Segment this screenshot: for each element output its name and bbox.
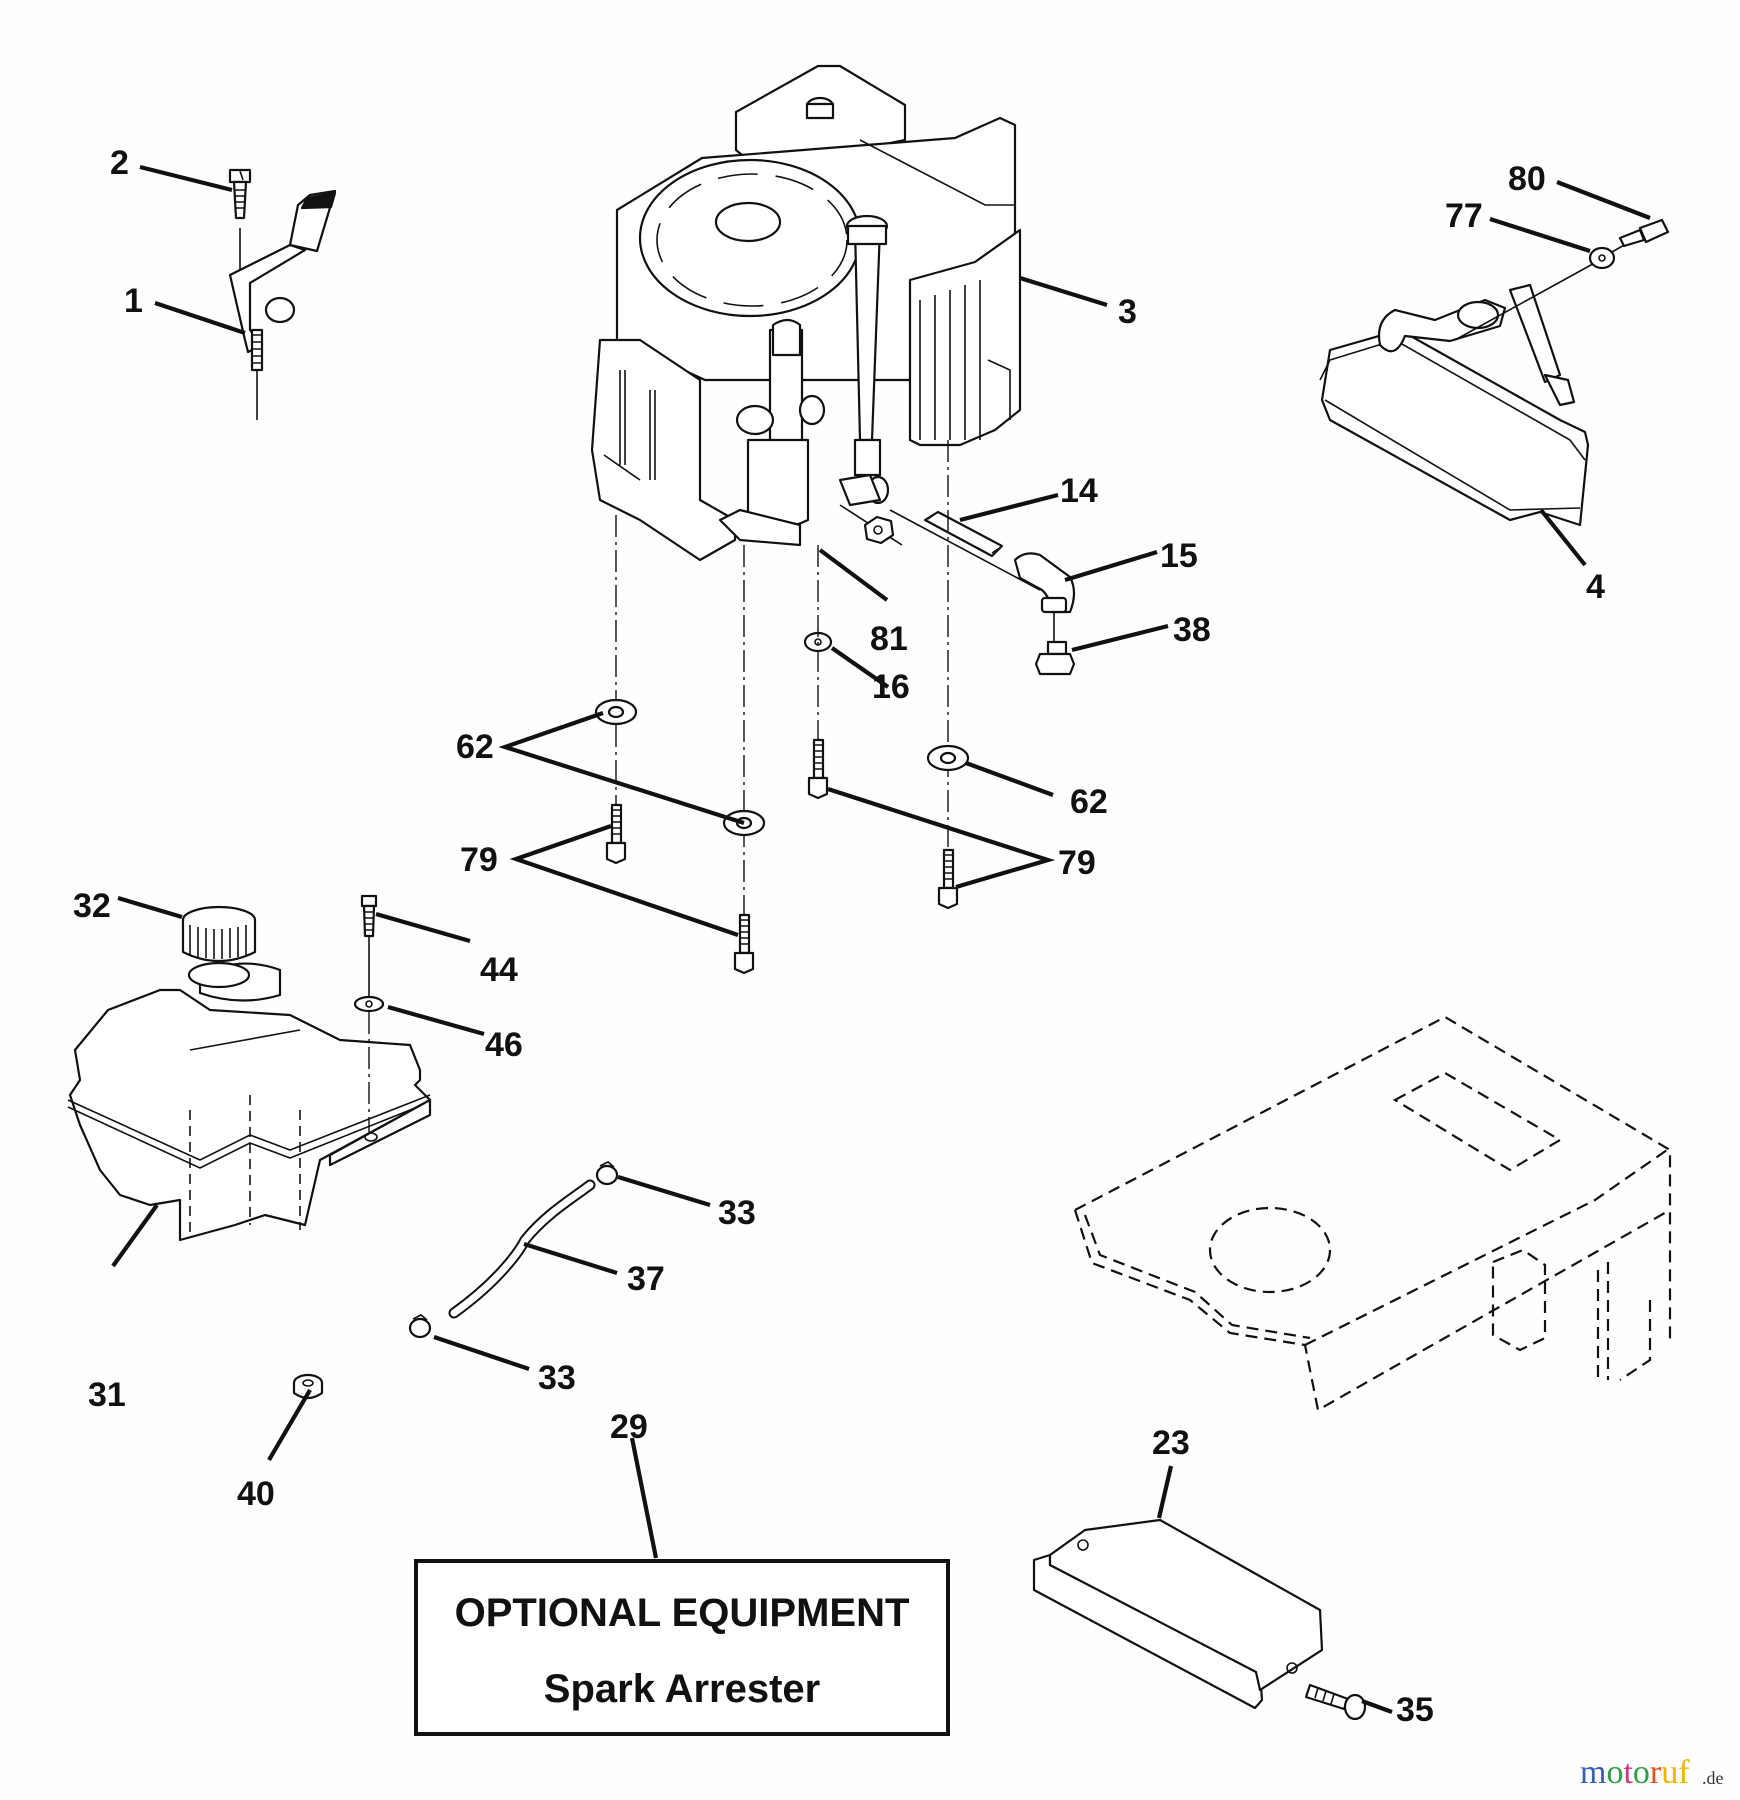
callout-1[interactable]: 1 xyxy=(124,282,143,320)
elbow-15[interactable] xyxy=(1013,552,1076,614)
washer-77[interactable] xyxy=(1588,246,1616,270)
throttle-control[interactable] xyxy=(228,168,337,420)
hose-clamp-33[interactable] xyxy=(408,1314,432,1339)
callout-14[interactable]: 14 xyxy=(1060,472,1098,510)
callout-3[interactable]: 3 xyxy=(1118,293,1137,331)
screw-35[interactable] xyxy=(1304,1683,1367,1721)
hose-clamp-33[interactable] xyxy=(595,1161,619,1186)
callout-33-lower[interactable]: 33 xyxy=(538,1359,576,1397)
callout-62-right[interactable]: 62 xyxy=(1070,783,1108,821)
callout-37[interactable]: 37 xyxy=(627,1260,665,1298)
callout-46[interactable]: 46 xyxy=(485,1026,523,1064)
assembly-centerlines xyxy=(615,440,949,935)
callout-23[interactable]: 23 xyxy=(1152,1424,1190,1462)
callout-32[interactable]: 32 xyxy=(73,887,111,925)
callout-31[interactable]: 31 xyxy=(88,1376,126,1414)
bolt-80[interactable] xyxy=(1611,218,1670,253)
callout-79-right[interactable]: 79 xyxy=(1058,844,1096,882)
drain-plug-38[interactable] xyxy=(1034,612,1076,676)
watermark-text: motoruf xyxy=(1580,1754,1690,1791)
screw-44[interactable] xyxy=(360,894,378,938)
optional-equipment-title: OPTIONAL EQUIPMENT xyxy=(455,1591,910,1635)
callout-40[interactable]: 40 xyxy=(237,1475,275,1513)
washer-62[interactable] xyxy=(926,744,970,772)
nut-81[interactable] xyxy=(839,504,903,546)
spark-arrester-shield-23[interactable] xyxy=(1032,1518,1324,1710)
watermark-suffix: .de xyxy=(1702,1768,1724,1788)
callout-labels: 1 2 3 4 14 15 16 23 29 31 32 33 33 35 37… xyxy=(73,144,1605,1729)
callout-16[interactable]: 16 xyxy=(872,668,910,706)
callout-15[interactable]: 15 xyxy=(1160,537,1198,575)
callout-38[interactable]: 38 xyxy=(1173,611,1211,649)
callout-35[interactable]: 35 xyxy=(1396,1691,1434,1729)
optional-equipment-box[interactable]: OPTIONAL EQUIPMENT Spark Arrester xyxy=(414,1559,950,1736)
engine[interactable] xyxy=(590,64,1022,562)
callout-33-upper[interactable]: 33 xyxy=(718,1194,756,1232)
washer-62[interactable] xyxy=(594,698,638,726)
bolt-79[interactable] xyxy=(733,913,755,975)
optional-equipment-subtitle: Spark Arrester xyxy=(544,1667,820,1711)
watermark-logo: motoruf .de xyxy=(1580,1754,1724,1791)
callout-81[interactable]: 81 xyxy=(870,620,908,658)
washer-46[interactable] xyxy=(353,936,385,1132)
bolt-79[interactable] xyxy=(937,848,959,910)
bolt-79[interactable] xyxy=(605,803,627,865)
callout-44[interactable]: 44 xyxy=(480,951,518,989)
callout-4[interactable]: 4 xyxy=(1586,568,1605,606)
muffler[interactable] xyxy=(1319,259,1601,527)
callout-79-left[interactable]: 79 xyxy=(460,841,498,879)
callout-2[interactable]: 2 xyxy=(110,144,129,182)
callout-77[interactable]: 77 xyxy=(1445,197,1483,235)
fuel-tank-31[interactable] xyxy=(67,961,432,1242)
pipe-nipple-14[interactable] xyxy=(889,509,1041,591)
fuel-line-37[interactable] xyxy=(448,1179,596,1319)
callout-62-left[interactable]: 62 xyxy=(456,728,494,766)
callout-80[interactable]: 80 xyxy=(1508,160,1546,198)
bolt-79[interactable] xyxy=(807,738,829,800)
frame-dashed-outline xyxy=(1073,1015,1672,1412)
leader-lines xyxy=(111,164,1651,1714)
fuel-cap-32[interactable] xyxy=(181,905,257,962)
callout-29[interactable]: 29 xyxy=(610,1408,648,1446)
